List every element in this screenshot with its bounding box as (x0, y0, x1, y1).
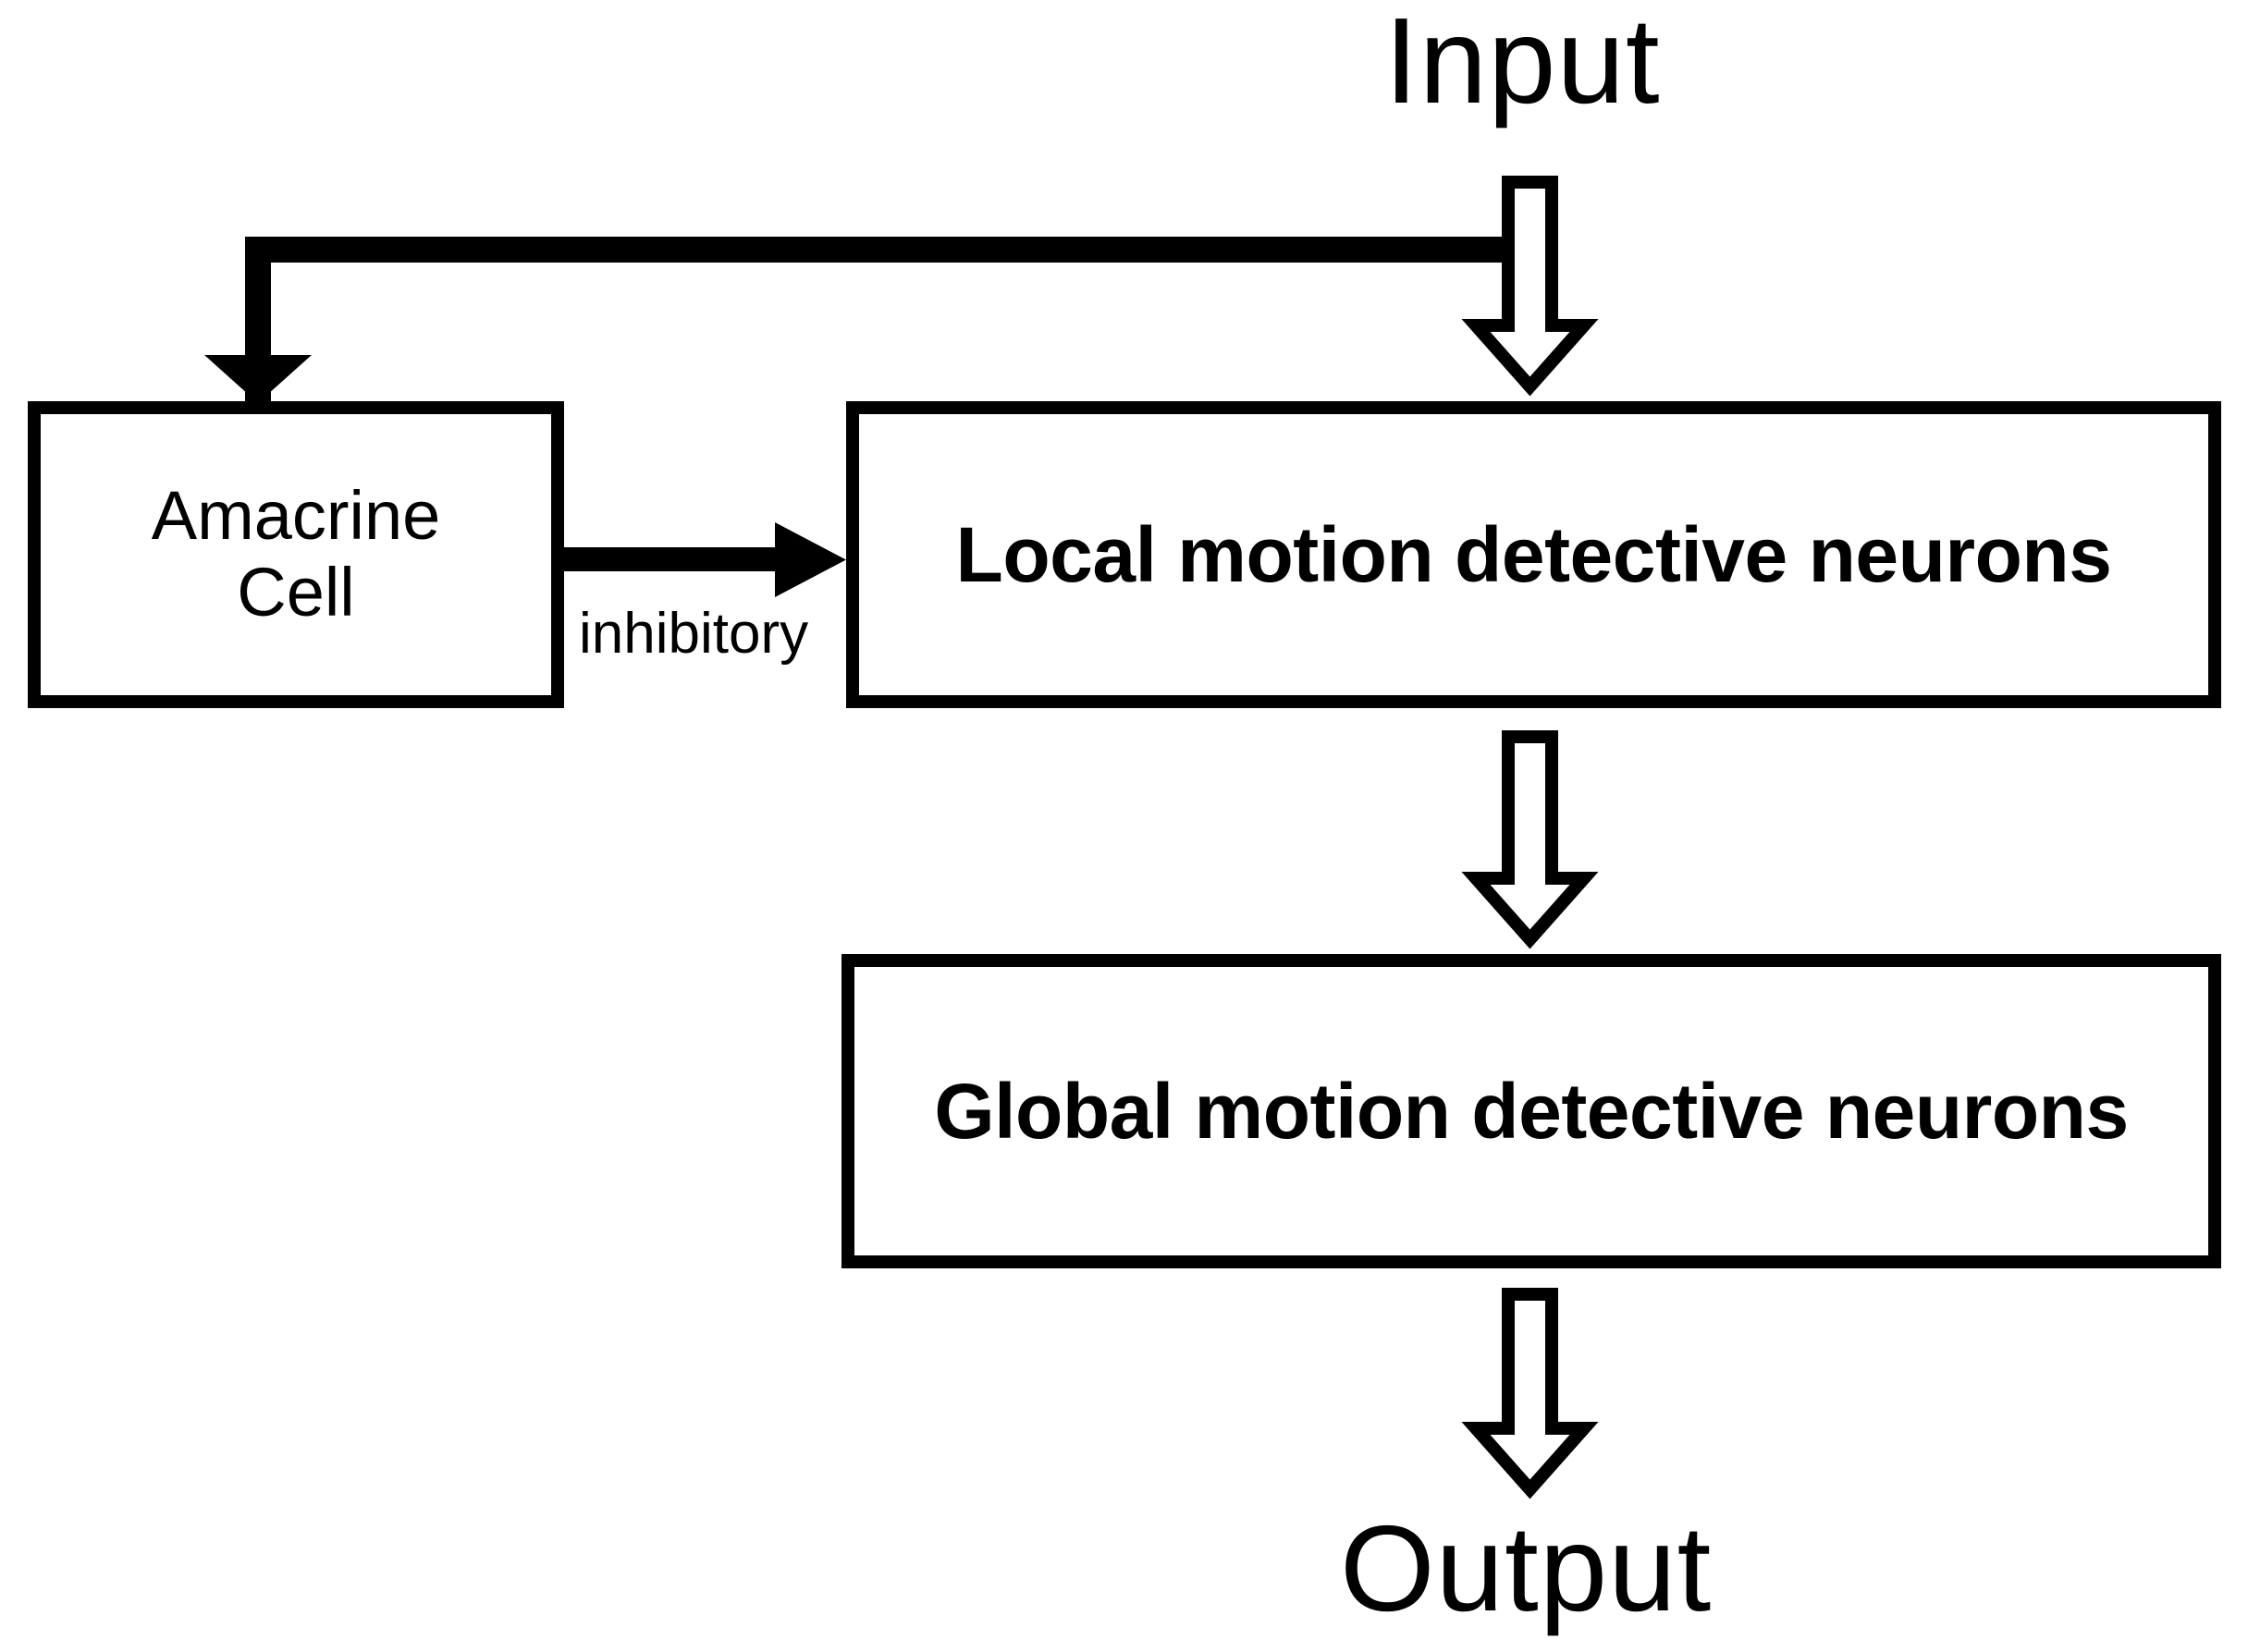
node-amacrine-cell[interactable]: Amacrine Cell (28, 401, 564, 708)
local-to-global-arrow (1461, 730, 1599, 949)
input-branch-amacrine-arrow (204, 237, 1517, 403)
node-amacrine-cell-label: Amacrine Cell (151, 477, 441, 630)
edge-label-inhibitory: inhibitory (579, 602, 809, 666)
global-to-output-arrow (1461, 1288, 1599, 1499)
node-local-motion-detective-neurons-label: Local motion detective neurons (955, 510, 2112, 598)
node-global-motion-detective-neurons[interactable]: Global motion detective neurons (841, 954, 2221, 1268)
input-label: Input (1384, 0, 1661, 128)
input-to-local-arrow (1461, 176, 1599, 397)
node-global-motion-detective-neurons-label: Global motion detective neurons (934, 1067, 2129, 1155)
output-label: Output (1340, 1500, 1713, 1636)
node-local-motion-detective-neurons[interactable]: Local motion detective neurons (846, 401, 2221, 708)
amacrine-to-local-arrow (562, 522, 846, 597)
